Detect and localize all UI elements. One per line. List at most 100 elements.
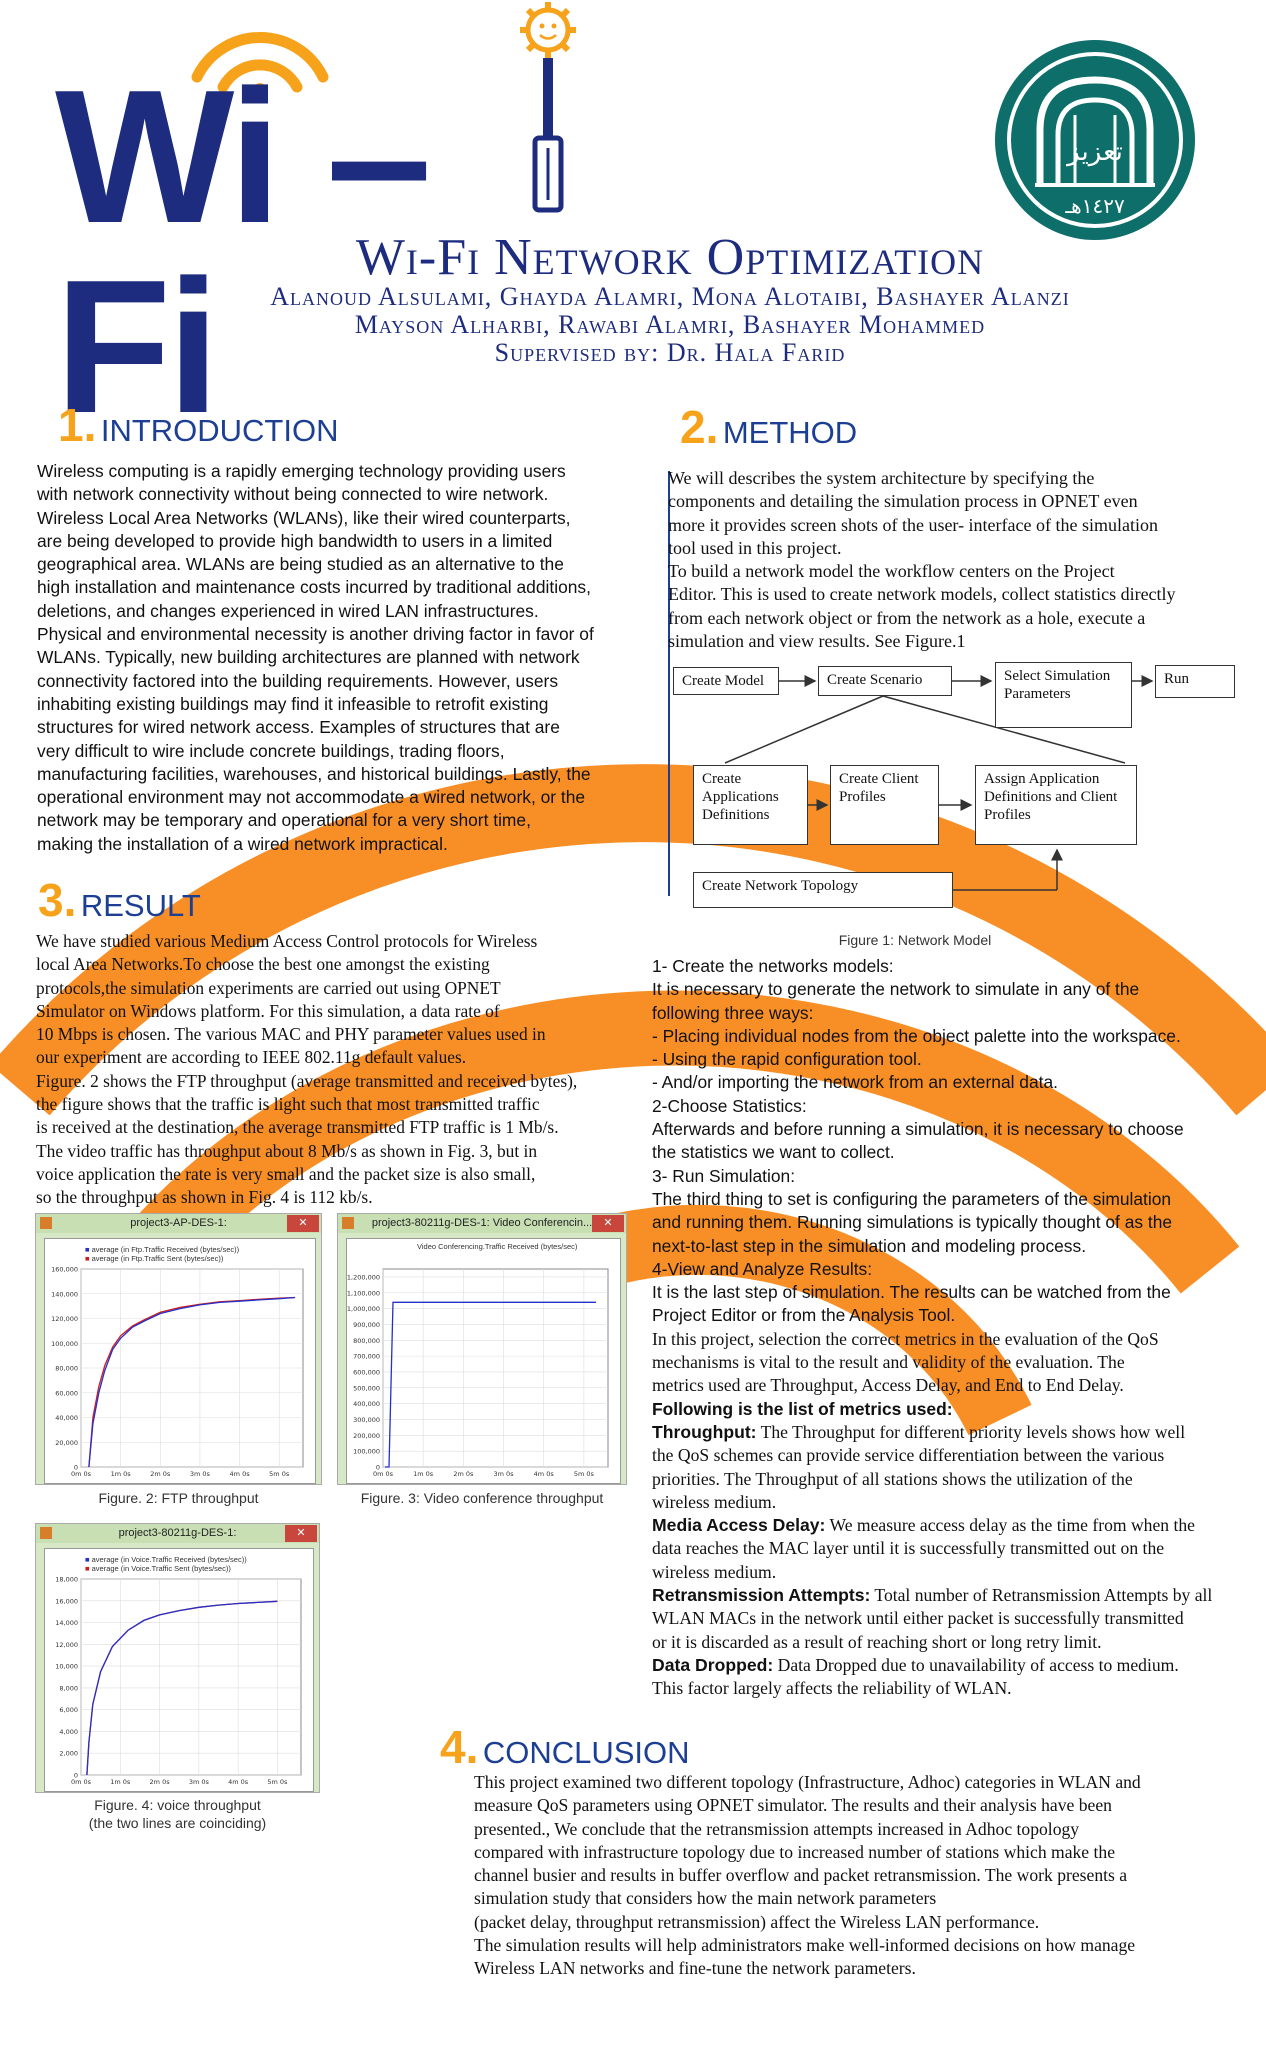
result-line: 10 Mbps is chosen. The various MAC and P…	[36, 1024, 546, 1045]
voice-throughput-chart: 02,0004,0006,0008,00010,00012,00014,0001…	[55, 1576, 302, 1786]
method-steps: 1- Create the networks models: It is nec…	[652, 955, 1252, 1701]
result-line: local Area Networks.To choose the best o…	[36, 954, 490, 975]
flow-select-parameters: Select Simulation Parameters	[995, 662, 1132, 728]
x-tick-label: 4m 0s	[228, 1778, 249, 1786]
result-line: our experiment are according to IEEE 802…	[36, 1047, 467, 1068]
result-number: 3.	[38, 874, 77, 926]
intro-line: Physical and environmental necessity is …	[37, 624, 594, 645]
x-tick-label: 4m 0s	[534, 1470, 555, 1478]
figure-4-caption-line-1: Figure. 4: voice throughput	[94, 1797, 261, 1813]
method-step-line: - Placing individual nodes from the obje…	[652, 1025, 1181, 1046]
y-tick-label: 400,000	[353, 1400, 380, 1408]
flow-create-scenario: Create Scenario	[818, 666, 952, 696]
y-tick-label: 4,000	[59, 1728, 78, 1736]
result-line: Simulator on Windows platform. For this …	[36, 1000, 500, 1021]
intro-heading: 1. INTRODUCTION	[58, 398, 338, 452]
method-step-line: Afterwards and before running a simulati…	[652, 1119, 1184, 1140]
method-line: components and detailing the simulation …	[668, 491, 1138, 512]
x-tick-label: 2m 0s	[150, 1470, 171, 1478]
x-tick-label: 3m 0s	[190, 1470, 211, 1478]
metric-text: priorities. The Throughput of all statio…	[652, 1468, 1133, 1489]
method-divider	[668, 471, 670, 896]
intro-line: making the installation of a wired netwo…	[37, 833, 448, 854]
conclusion-line: compared with infrastructure topology du…	[474, 1841, 1116, 1862]
video-throughput-chart: 0100,000200,000300,000400,000500,000600,…	[347, 1268, 609, 1478]
intro-line: Wireless computing is a rapidly emerging…	[37, 461, 566, 481]
figure-3-caption: Figure. 3: Video conference throughput	[360, 1490, 604, 1506]
app-icon	[40, 1217, 52, 1229]
x-tick-label: 3m 0s	[494, 1470, 515, 1478]
method-line: simulation and view results. See Figure.…	[668, 631, 966, 652]
figure-3-window: project3-80211g-DES-1: Video Conferencin…	[337, 1213, 627, 1485]
method-step-line: and running them. Running simulations is…	[652, 1212, 1173, 1233]
metric-line: priorities. The Throughput of all statio…	[652, 1468, 1252, 1491]
intro-line: very difficult to wire include concrete …	[37, 740, 505, 761]
method-line: To build a network model the workflow ce…	[668, 561, 1115, 582]
x-tick-label: 5m 0s	[269, 1470, 290, 1478]
method-line: We will describes the system architectur…	[668, 468, 1095, 488]
y-tick-label: 16,000	[55, 1597, 78, 1605]
y-tick-label: 800,000	[353, 1337, 380, 1345]
x-tick-label: 1m 0s	[110, 1778, 131, 1786]
figure-2-plot-area: ■ average (in Ftp.Traffic Received (byte…	[44, 1238, 316, 1484]
y-tick-label: 20,000	[55, 1439, 78, 1447]
metric-line: wireless medium.	[652, 1561, 1252, 1584]
figure-2-caption: Figure. 2: FTP throughput	[98, 1490, 259, 1506]
metric-text: or it is discarded as a result of reachi…	[652, 1631, 1102, 1652]
x-tick-label: 5m 0s	[574, 1470, 595, 1478]
supervisor-line: Supervised by: Dr. Hala Farid	[494, 338, 846, 367]
series-line-0	[86, 1600, 278, 1776]
y-tick-label: 120,000	[51, 1315, 78, 1323]
metric-line: or it is discarded as a result of reachi…	[652, 1631, 1252, 1654]
intro-line: manufacturing facilities, warehouses, an…	[37, 763, 591, 784]
figure-4-plot-area: ■ average (in Voice.Traffic Received (by…	[44, 1548, 314, 1792]
method-step-line: - And/or importing the network from an e…	[652, 1072, 1058, 1093]
conclusion-line: measure QoS parameters using OPNET simul…	[474, 1795, 1112, 1816]
flow-assign-application: Assign Application Definitions and Clien…	[975, 765, 1137, 845]
seal-text: تعزيز	[1065, 137, 1123, 167]
x-tick-label: 2m 0s	[453, 1470, 474, 1478]
network-model-diagram: Create Model Create Scenario Select Simu…	[665, 650, 1245, 930]
y-tick-label: 8,000	[59, 1684, 78, 1692]
x-tick-label: 4m 0s	[230, 1470, 251, 1478]
conclusion-body: This project examined two different topo…	[474, 1771, 1234, 1981]
metric-line: wireless medium.	[652, 1491, 1252, 1514]
method-line: tool used in this project.	[668, 537, 842, 558]
y-tick-label: 2,000	[59, 1750, 78, 1758]
close-icon[interactable]: ✕	[285, 1525, 317, 1542]
close-icon[interactable]: ✕	[592, 1215, 624, 1232]
intro-line: high installation and maintenance costs …	[37, 577, 591, 598]
x-tick-label: 0m 0s	[71, 1778, 92, 1786]
figure-4-caption-line-2: (the two lines are coinciding)	[88, 1815, 267, 1831]
method-step-line: the statistics we want to collect.	[652, 1142, 895, 1163]
method-step-heading: 2-Choose Statistics:	[652, 1095, 807, 1116]
method-line: from each network object or from the net…	[668, 607, 1146, 628]
figure-3-plot-title: Video Conferencing.Traffic Received (byt…	[417, 1242, 578, 1251]
y-tick-label: 100,000	[51, 1340, 78, 1348]
y-tick-label: 1,100,000	[347, 1289, 380, 1297]
metrics-intro-line: metrics used are Throughput, Access Dela…	[652, 1375, 1124, 1396]
x-tick-label: 0m 0s	[71, 1470, 92, 1478]
wifi-signal-icon	[191, 32, 329, 95]
conclusion-title: CONCLUSION	[482, 1735, 690, 1770]
method-step-line: It is necessary to generate the network …	[652, 979, 1140, 1000]
close-icon[interactable]: ✕	[287, 1215, 319, 1232]
y-tick-label: 100,000	[353, 1448, 380, 1456]
method-number: 2.	[680, 401, 719, 453]
figure-3-plot-area: Video Conferencing.Traffic Received (byt…	[346, 1238, 621, 1484]
intro-number: 1.	[58, 399, 97, 451]
y-tick-label: 60,000	[55, 1389, 78, 1397]
conclusion-line: channel busier and results in buffer ove…	[474, 1865, 1128, 1886]
conclusion-line: This project examined two different topo…	[474, 1772, 1141, 1792]
y-tick-label: 6,000	[59, 1706, 78, 1714]
x-tick-label: 2m 0s	[150, 1778, 171, 1786]
metrics-intro-line: mechanisms is vital to the result and va…	[652, 1352, 1125, 1373]
app-icon	[40, 1527, 52, 1539]
conclusion-heading: 4. CONCLUSION	[440, 1720, 690, 1774]
series-line-0	[385, 1301, 596, 1468]
result-line: so the throughput as shown in Fig. 4 is …	[36, 1187, 373, 1208]
metric-term: Throughput:	[652, 1421, 757, 1442]
method-line: Editor. This is used to create network m…	[668, 584, 1176, 605]
x-tick-label: 1m 0s	[111, 1470, 132, 1478]
metric-text: Total number of Retransmission Attempts …	[870, 1585, 1213, 1606]
